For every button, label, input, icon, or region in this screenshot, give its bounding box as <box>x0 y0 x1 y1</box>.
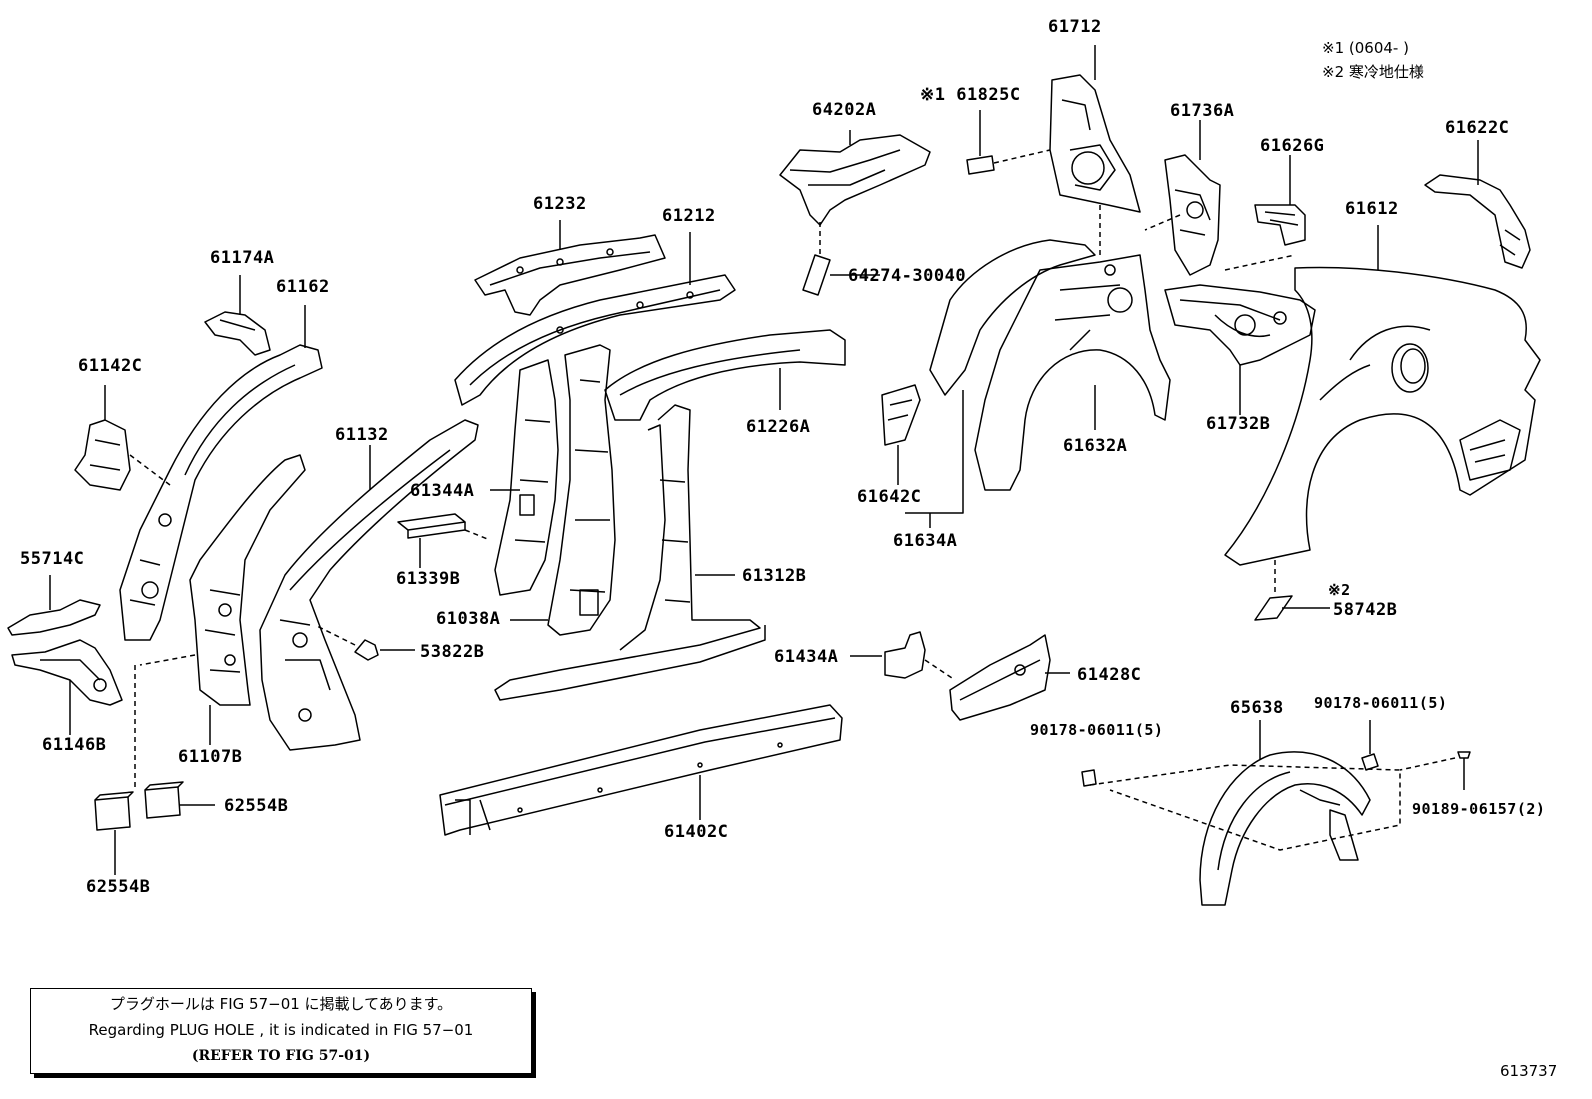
part-64202A-drawing <box>779 130 931 296</box>
label-90178-06011-a: 90178-06011(5) <box>1314 694 1448 712</box>
label-65638: 65638 <box>1230 698 1284 718</box>
label-61712: 61712 <box>1048 17 1102 37</box>
label-61107B: 61107B <box>178 747 243 767</box>
part-61162-drawing <box>119 305 323 641</box>
label-61226A: 61226A <box>746 417 811 437</box>
label-55714C: 55714C <box>20 549 85 569</box>
part-55714C-drawing <box>7 575 101 636</box>
part-61232-drawing <box>474 220 666 316</box>
part-61339B-drawing <box>397 513 491 568</box>
part-61712-drawing <box>1049 45 1141 255</box>
note-jp: プラグホールは FIG 57−01 に掲載してあります。 <box>109 995 453 1013</box>
label-61038A: 61038A <box>436 609 501 629</box>
part-61132-drawing <box>259 419 479 751</box>
label-61622C: 61622C <box>1445 118 1510 138</box>
label-61132: 61132 <box>335 425 389 445</box>
label-61339B: 61339B <box>396 569 461 589</box>
part-61212-drawing <box>454 232 736 406</box>
part-61344A-drawing <box>490 359 559 596</box>
part-61312B-drawing <box>494 404 766 701</box>
label-61142C: 61142C <box>78 356 143 376</box>
label-61402C: 61402C <box>664 822 729 842</box>
label-61312B: 61312B <box>742 566 807 586</box>
part-61174A-drawing <box>204 275 271 356</box>
part-61434A-drawing <box>850 631 956 681</box>
label-61174A: 61174A <box>210 248 275 268</box>
note-en: Regarding PLUG HOLE , it is indicated in… <box>88 1021 474 1039</box>
label-61732B: 61732B <box>1206 414 1271 434</box>
label-61825C: ※1 61825C <box>920 85 1021 105</box>
label-61736A: 61736A <box>1170 101 1235 121</box>
label-61344A: 61344A <box>410 481 475 501</box>
label-62554B-b: 62554B <box>86 877 151 897</box>
part-61626G-drawing <box>1254 155 1306 246</box>
part-61732B-drawing <box>1164 284 1316 415</box>
label-61634A: 61634A <box>893 531 958 551</box>
label-53822B: 53822B <box>420 642 485 662</box>
note-refer: (REFER TO FIG 57-01) <box>191 1048 371 1064</box>
part-61402C-drawing <box>439 704 843 836</box>
part-61038A-drawing <box>510 344 616 636</box>
label-61212: 61212 <box>662 206 716 226</box>
label-58742B-note: ※2 <box>1328 581 1351 599</box>
note-line-2: ※2 寒冷地仕様 <box>1322 63 1424 81</box>
label-64274-30040: 64274-30040 <box>848 266 967 286</box>
part-61736A-drawing <box>1144 120 1221 276</box>
part-61622C-drawing <box>1424 140 1531 269</box>
label-61162: 61162 <box>276 277 330 297</box>
plug-hole-note-box: プラグホールは FIG 57−01 に掲載してあります。 Regarding P… <box>30 988 532 1074</box>
label-61428C: 61428C <box>1077 665 1142 685</box>
part-61226A-drawing <box>604 329 846 421</box>
legend-notes: ※1 (0604- ) ※2 寒冷地仕様 <box>1322 36 1424 84</box>
label-90189-06157: 90189-06157(2) <box>1412 800 1546 818</box>
note-line-1: ※1 (0604- ) <box>1322 39 1409 57</box>
label-62554B-a: 62554B <box>224 796 289 816</box>
label-58742B: 58742B <box>1333 600 1398 620</box>
part-61825C-drawing <box>966 110 1051 175</box>
figure-number: 613737 <box>1500 1062 1558 1080</box>
label-61612: 61612 <box>1345 199 1399 219</box>
part-61632A-drawing <box>881 239 1171 528</box>
label-64202A: 64202A <box>812 100 877 120</box>
part-61428C-drawing <box>949 634 1070 721</box>
part-62554B-drawing <box>94 781 215 875</box>
label-61642C: 61642C <box>857 487 922 507</box>
part-65638-drawing <box>1081 720 1471 906</box>
label-61434A: 61434A <box>774 647 839 667</box>
label-61146B: 61146B <box>42 735 107 755</box>
label-90178-06011-b: 90178-06011(5) <box>1030 721 1164 739</box>
part-61146B-drawing <box>11 639 123 735</box>
part-61107B-drawing <box>134 454 306 790</box>
part-58742B-drawing <box>1254 595 1330 621</box>
part-53822B-drawing <box>314 624 415 661</box>
label-61626G: 61626G <box>1260 136 1325 156</box>
part-61142C-drawing <box>74 385 171 491</box>
part-61612-drawing <box>1224 225 1541 595</box>
label-61632A: 61632A <box>1063 436 1128 456</box>
label-61232: 61232 <box>533 194 587 214</box>
